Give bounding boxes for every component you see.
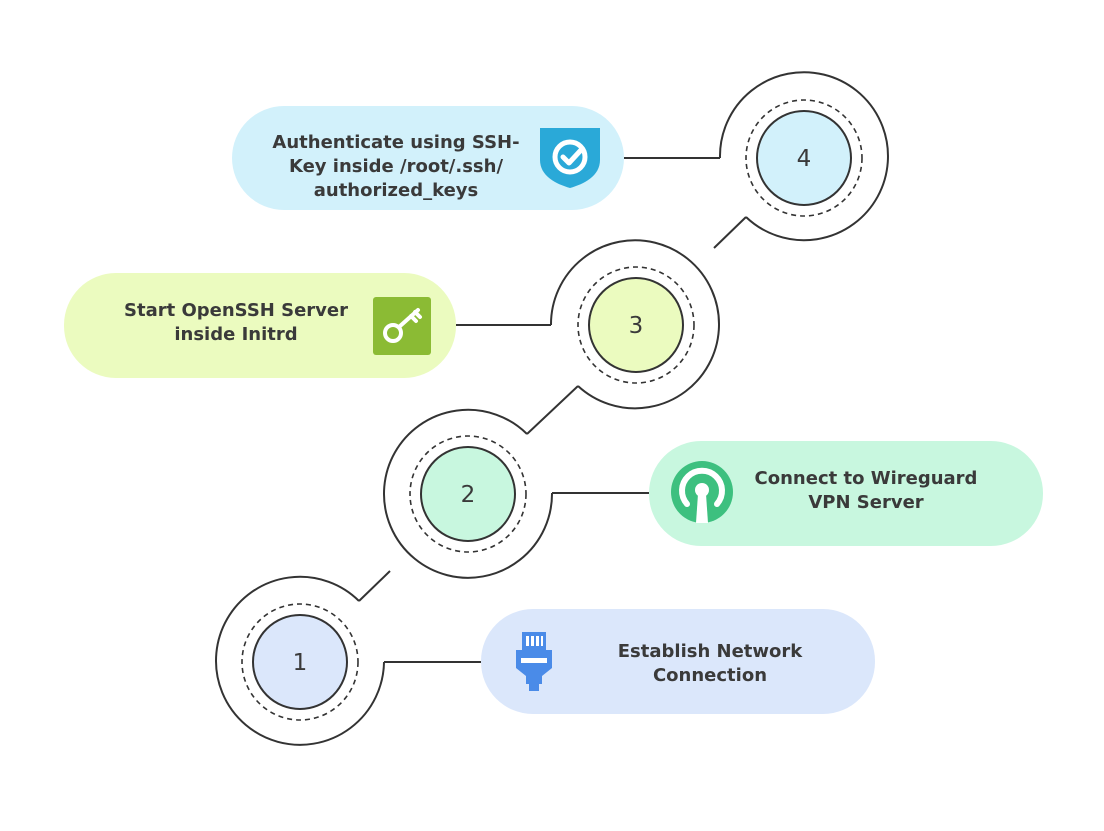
step-4-label-line-3: authorized_keys [314, 180, 479, 201]
step-1-label: Establish Network Connection [618, 641, 804, 686]
connector-3-to-4 [713, 216, 747, 249]
step-3-pill [64, 273, 456, 378]
step-2-label-line-1: Connect to Wireguard [755, 468, 978, 489]
step-4-circle [756, 110, 852, 206]
step-3-number: 3 [629, 313, 644, 339]
step-4-label-line-1: Authenticate using SSH- [272, 132, 519, 153]
step-4-label-line-2: Key inside /root/.ssh/ [289, 156, 504, 177]
step-3-dashed-ring [577, 266, 695, 384]
step-1-circle [252, 614, 348, 710]
step-4-pill [232, 106, 624, 210]
step-3-label: Start OpenSSH Server inside Initrd [124, 300, 348, 345]
step-4-label: Authenticate using SSH- Key inside /root… [272, 132, 519, 201]
step-1-number: 1 [293, 650, 308, 676]
step-2-ring [383, 408, 554, 579]
step-2-pill [649, 441, 1043, 546]
step-3-label-line-1: Start OpenSSH Server [124, 300, 348, 321]
key-icon [373, 297, 431, 355]
step-1-pill [481, 609, 875, 714]
step-3-ring [549, 239, 720, 410]
connector-2-to-3 [526, 385, 579, 435]
step-1-ring [215, 575, 385, 746]
step-4-dashed-ring [745, 99, 863, 217]
step-4-number: 4 [797, 146, 812, 172]
step-1-label-line-2: Connection [653, 665, 767, 686]
step-2-label: Connect to Wireguard VPN Server [755, 468, 978, 513]
step-2: 2 Connect to Wireguard VPN Server [383, 408, 1043, 579]
step-2-circle [420, 446, 516, 542]
connector-1-to-2 [358, 570, 391, 602]
step-3-circle [588, 277, 684, 373]
step-4-ring [718, 71, 889, 242]
step-4: 4 Authenticate using SSH- Key inside /ro… [232, 71, 889, 242]
shield-check-icon [540, 128, 600, 188]
step-1-label-line-1: Establish Network [618, 641, 804, 662]
step-3: 3 Start OpenSSH Server inside Initrd [64, 239, 720, 410]
step-2-label-line-2: VPN Server [808, 492, 923, 513]
step-2-dashed-ring [409, 435, 527, 553]
vpn-icon [671, 461, 733, 523]
step-1-dashed-ring [241, 603, 359, 721]
step-3-label-line-2: inside Initrd [174, 324, 297, 345]
step-1: 1 Establish Network Connection [215, 575, 875, 746]
ethernet-icon [516, 632, 552, 691]
step-2-number: 2 [461, 482, 476, 508]
